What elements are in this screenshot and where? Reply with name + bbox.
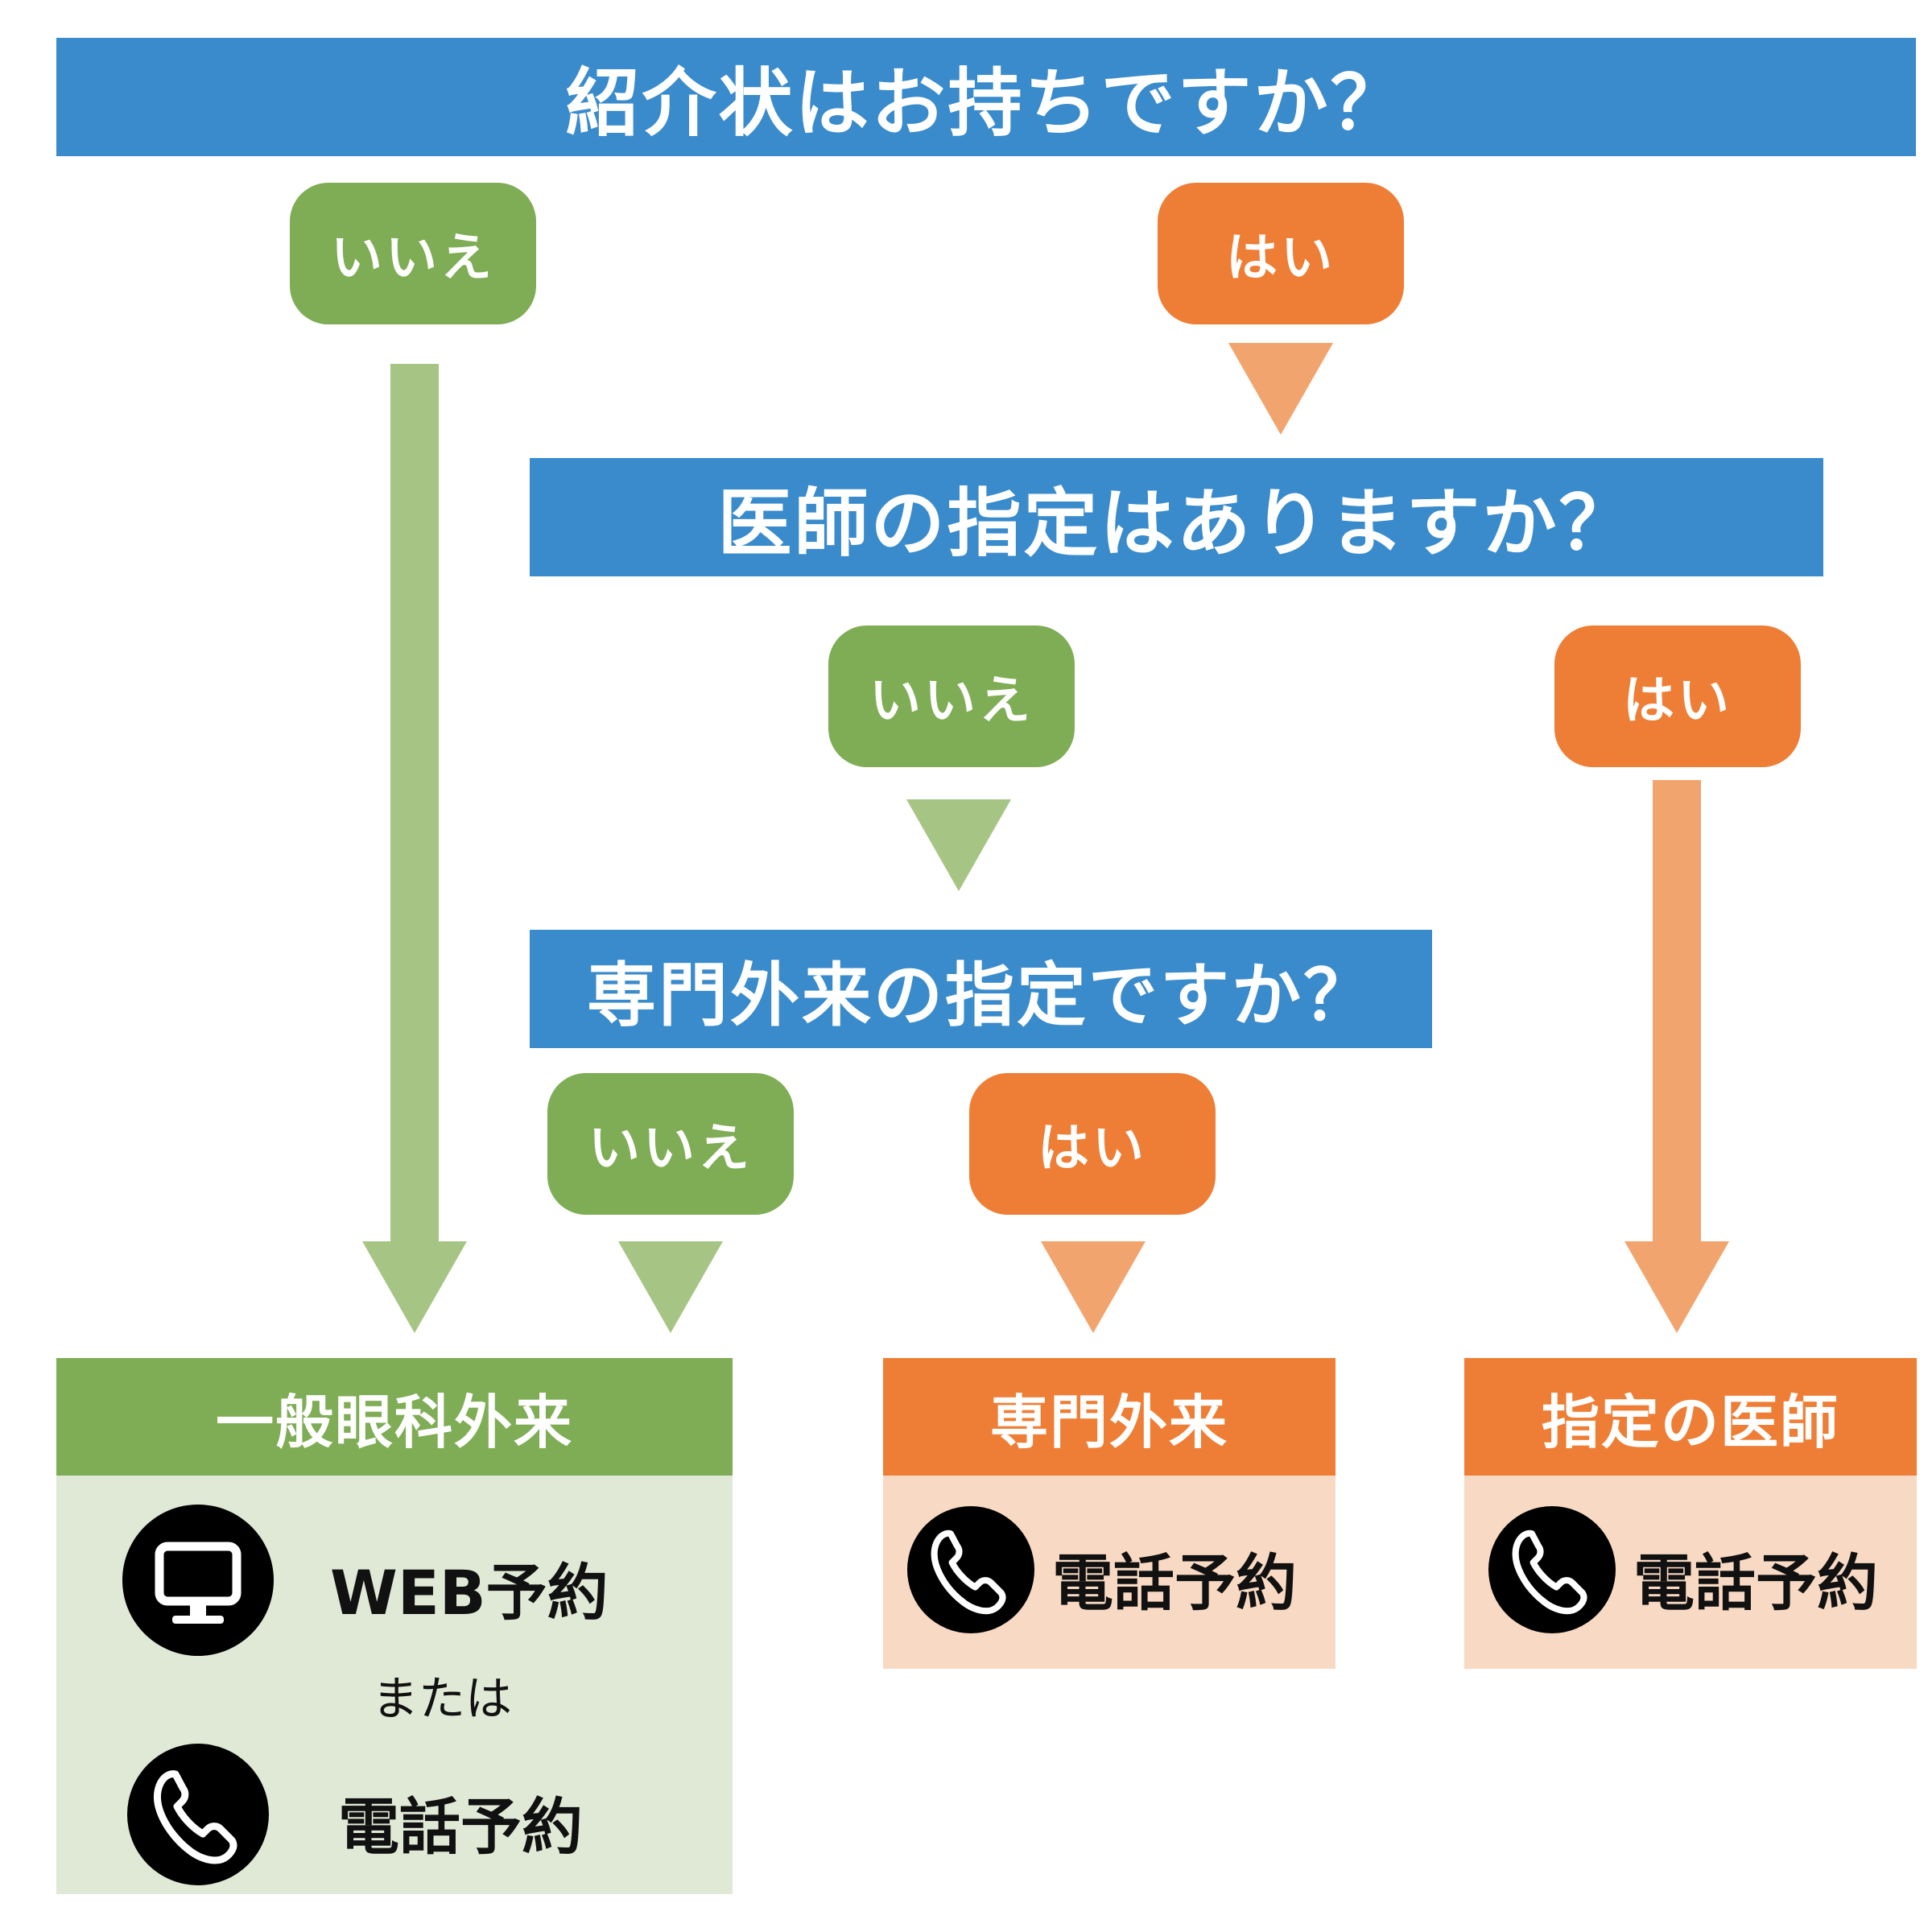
- arrow-head-q2-yes: [1624, 1241, 1729, 1333]
- or-label: または: [372, 1671, 513, 1726]
- answer-q1-no: いいえ: [290, 183, 536, 324]
- answer-q2-no: いいえ: [828, 625, 1075, 767]
- answer-q2-yes-label: はい: [1623, 671, 1732, 731]
- web-reservation-label: WEB予約: [330, 1557, 609, 1629]
- arrow-shaft-q1-no: [390, 364, 439, 1241]
- result-doctor-body: 電話予約: [1464, 1476, 1917, 1669]
- result-general-header: 一般眼科外来: [56, 1358, 733, 1476]
- phone-icon: [127, 1744, 269, 1885]
- phone-icon: [1488, 1506, 1616, 1633]
- question-doctor-designation: 医師の指定はありますか？: [530, 458, 1823, 576]
- result-specialty-body: 電話予約: [883, 1476, 1335, 1669]
- result-doctor-title: 指定の医師: [1541, 1388, 1839, 1456]
- answer-q1-yes: はい: [1158, 183, 1404, 324]
- result-doctor-header: 指定の医師: [1464, 1358, 1917, 1476]
- answer-q1-yes-label: はい: [1226, 229, 1335, 288]
- question-specialty-clinic-text: 専門外来の指定ですか？: [587, 956, 1375, 1036]
- answer-q3-no: いいえ: [547, 1073, 794, 1215]
- answer-q1-no-label: いいえ: [331, 229, 495, 288]
- phone-reservation-label-general: 電話予約: [338, 1791, 583, 1863]
- result-general-title: 一般眼科外来: [215, 1388, 573, 1456]
- result-specialty-title: 専門外来: [989, 1388, 1228, 1456]
- arrow-head-q1-no: [362, 1241, 467, 1333]
- arrow-head-q1-yes: [1228, 343, 1333, 435]
- question-specialty-clinic: 専門外来の指定ですか？: [530, 930, 1432, 1048]
- result-specialty-header: 専門外来: [883, 1358, 1335, 1476]
- answer-q2-yes: はい: [1554, 625, 1801, 767]
- phone-reservation-label-specialty: 電話予約: [1052, 1547, 1297, 1619]
- arrow-head-q3-no: [618, 1241, 723, 1333]
- arrow-head-q2-no: [906, 799, 1011, 891]
- question-doctor-designation-text: 医師の指定はありますか？: [717, 481, 1636, 567]
- question-referral-letter-text: 紹介状はお持ちですか？: [565, 60, 1407, 147]
- answer-q3-yes-label: はい: [1038, 1119, 1147, 1179]
- phone-icon: [907, 1506, 1034, 1633]
- answer-q2-no-label: いいえ: [869, 671, 1034, 731]
- arrow-head-q3-yes: [1041, 1241, 1146, 1333]
- arrow-shaft-q2-yes: [1653, 780, 1701, 1241]
- result-general-body: WEB予約 または 電話予約: [56, 1476, 733, 1894]
- answer-q3-yes: はい: [969, 1073, 1216, 1215]
- monitor-icon: [122, 1505, 274, 1656]
- phone-reservation-label-doctor: 電話予約: [1633, 1547, 1878, 1619]
- question-referral-letter: 紹介状はお持ちですか？: [56, 38, 1916, 156]
- answer-q3-no-label: いいえ: [588, 1119, 753, 1179]
